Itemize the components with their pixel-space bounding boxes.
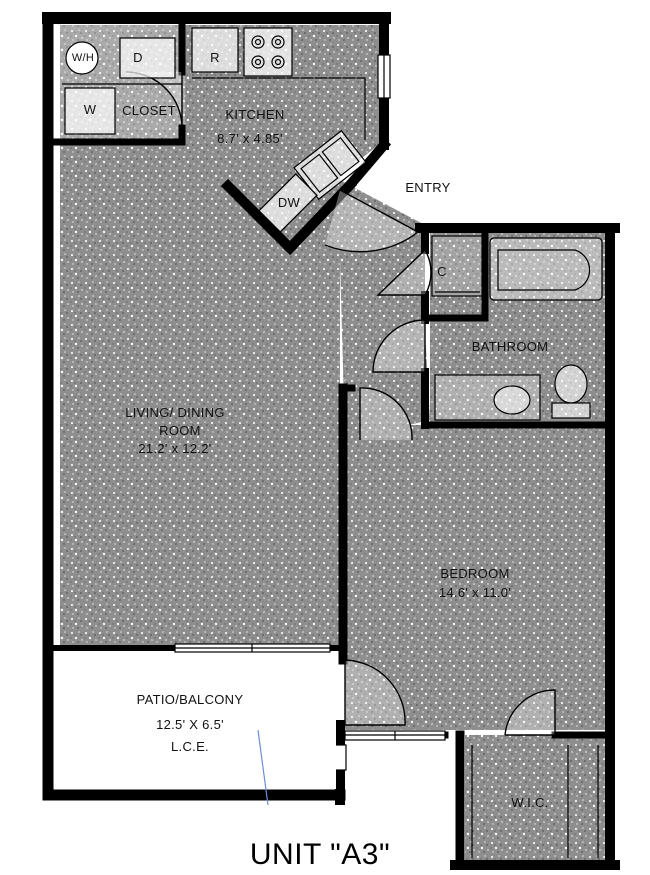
patio-note: L.C.E.: [171, 739, 209, 754]
sink-icon: [293, 129, 367, 201]
dryer-icon: [119, 37, 176, 79]
wic-door-swing: [504, 689, 556, 736]
bathroom-fixtures: [431, 235, 603, 421]
kitchen-fixtures: [191, 27, 367, 233]
dishwasher-label: DW: [277, 195, 301, 210]
laundry-fixtures: [62, 37, 182, 135]
walls: [42, 12, 620, 870]
kitchen-label: KITCHEN: [225, 107, 285, 122]
dishwasher-icon: [258, 173, 318, 233]
toilet-tank: [551, 402, 591, 419]
bathtub-basin: [497, 249, 591, 291]
unit-title: UNIT "A3": [249, 838, 391, 871]
bedroom-dims: 14.6' x 11.0': [438, 585, 512, 600]
bathroom-label: BATHROOM: [471, 339, 549, 354]
bedroom-label: BEDROOM: [440, 566, 510, 581]
wic-floor: [465, 735, 605, 860]
wic-label: W.I.C.: [511, 795, 549, 810]
patio-area: [56, 654, 336, 806]
coat-closet: [431, 235, 483, 297]
burner-icon: [251, 35, 265, 49]
bedroom-door-swing: [359, 387, 413, 441]
washer-icon: [64, 87, 116, 135]
sink-icon: [493, 385, 531, 415]
living-label-line2: ROOM: [159, 423, 201, 438]
living-dims: 21.2' x 12.2': [138, 441, 212, 456]
coat-closet-label: C: [437, 264, 447, 279]
kitchen-counter: [192, 77, 366, 140]
dryer-label: D: [133, 50, 143, 65]
washer-label: W: [83, 102, 97, 117]
patio-door-swing: [344, 659, 406, 726]
patio-dims: 12.5' X 6.5': [156, 717, 224, 732]
stove-icon: [243, 27, 293, 77]
closet-door-swing: [376, 249, 432, 296]
bathtub-icon: [489, 237, 603, 301]
burner-icon: [251, 55, 265, 69]
entry-label: ENTRY: [405, 180, 451, 195]
water-heater-icon: [65, 41, 99, 75]
burner-icon: [271, 35, 285, 49]
patio-label: PATIO/BALCONY: [136, 692, 244, 707]
refrigerator-label: R: [210, 50, 220, 65]
bathroom-door-swing: [372, 319, 426, 373]
kitchen-dims: 8.7' x 4.85': [217, 131, 283, 146]
toilet-icon: [554, 364, 588, 404]
closet-label: CLOSET: [122, 103, 176, 118]
entry-door-swing: [324, 189, 420, 253]
doors: [125, 71, 556, 736]
annotation-line: [257, 729, 269, 806]
refrigerator-icon: [191, 27, 239, 73]
living-label-line1: LIVING/ DINING: [125, 405, 225, 420]
wic-shelves: [471, 745, 599, 858]
windows: [174, 54, 446, 771]
burner-icon: [271, 55, 285, 69]
water-heater-label: W/H: [71, 52, 95, 64]
